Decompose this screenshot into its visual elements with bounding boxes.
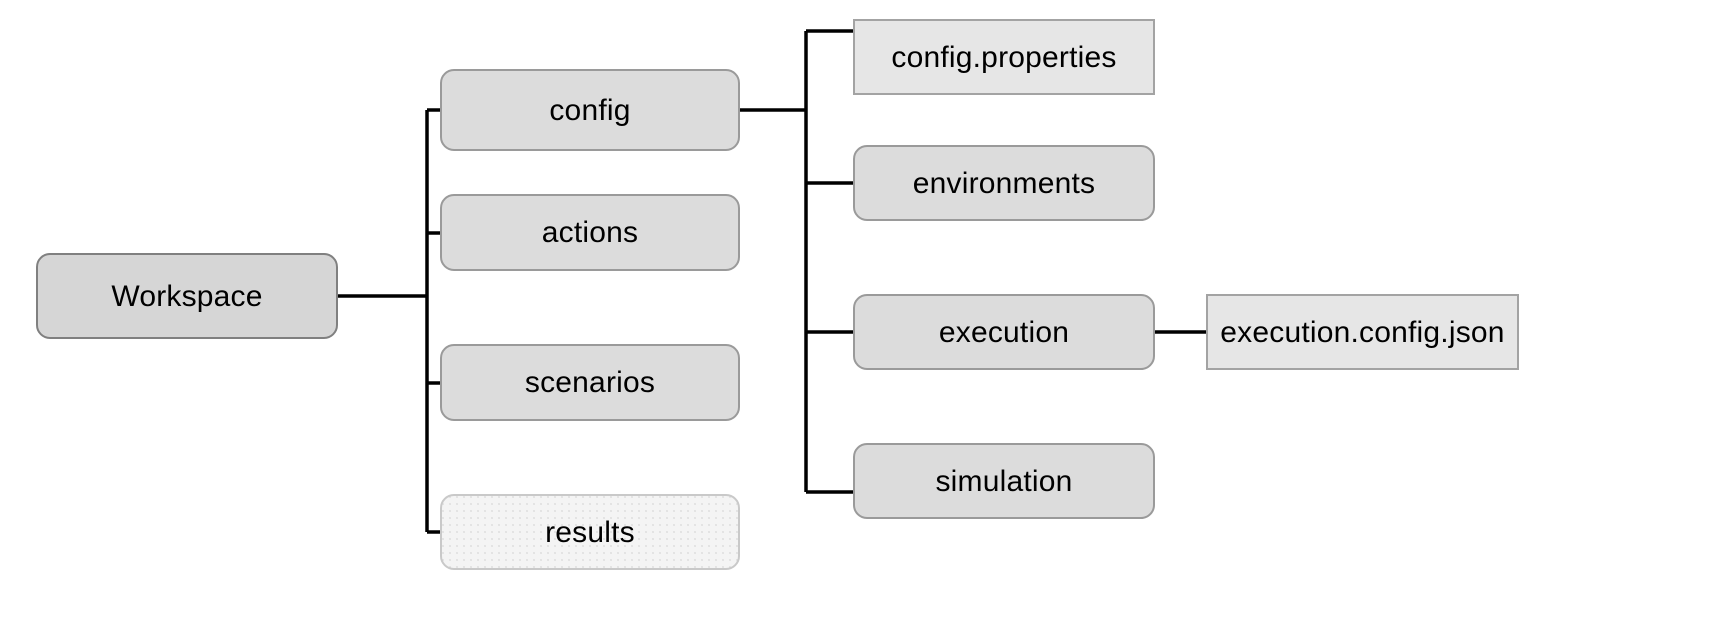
node-scenarios[interactable]: scenarios [440, 344, 740, 421]
node-environments-label: environments [912, 166, 1096, 200]
node-environments[interactable]: environments [853, 145, 1155, 221]
node-config-properties-label: config.properties [891, 40, 1117, 74]
node-workspace[interactable]: Workspace [36, 253, 338, 339]
node-execution-label: execution [938, 315, 1070, 349]
node-simulation[interactable]: simulation [853, 443, 1155, 519]
node-scenarios-label: scenarios [524, 366, 656, 399]
node-actions-label: actions [541, 216, 639, 249]
node-workspace-label: Workspace [111, 279, 263, 313]
node-config-label: config [549, 93, 631, 127]
node-execution-config-json[interactable]: execution.config.json [1206, 294, 1519, 370]
node-execution[interactable]: execution [853, 294, 1155, 370]
node-actions[interactable]: actions [440, 194, 740, 271]
node-config-properties[interactable]: config.properties [853, 19, 1155, 95]
node-simulation-label: simulation [935, 464, 1073, 498]
node-results[interactable]: results [440, 494, 740, 570]
node-results-label: results [545, 515, 635, 549]
node-execution-config-json-label: execution.config.json [1220, 315, 1505, 349]
node-config[interactable]: config [440, 69, 740, 151]
